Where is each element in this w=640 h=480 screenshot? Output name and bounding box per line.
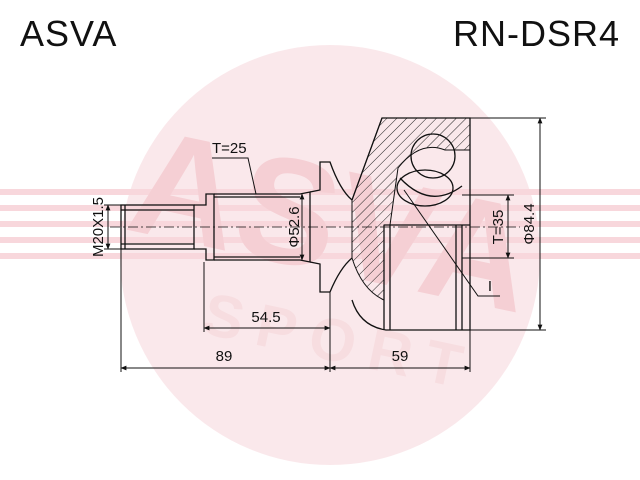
dim-shaft-teeth-label: T=25 [212, 140, 247, 157]
dim-shaft-length-label: 89 [216, 348, 233, 365]
brand-title: ASVA [20, 13, 118, 54]
dim-shaft-diameter-label: Φ52.6 [286, 206, 303, 247]
dimension-lines [104, 117, 546, 372]
dim-thread-label: M20X1.5 [90, 197, 107, 257]
bell-hatch-section [351, 117, 471, 301]
dim-marker-label: I [488, 278, 492, 295]
dim-length-partial-label: 54.5 [251, 309, 280, 326]
dim-bell-diameter-label: Φ84.4 [521, 203, 538, 244]
dim-bell-teeth-label: T=35 [490, 210, 507, 245]
watermark-logo: ASVA SPORT [0, 45, 640, 465]
part-number: RN-DSR4 [452, 13, 620, 54]
dim-bell-length-label: 59 [392, 348, 409, 365]
